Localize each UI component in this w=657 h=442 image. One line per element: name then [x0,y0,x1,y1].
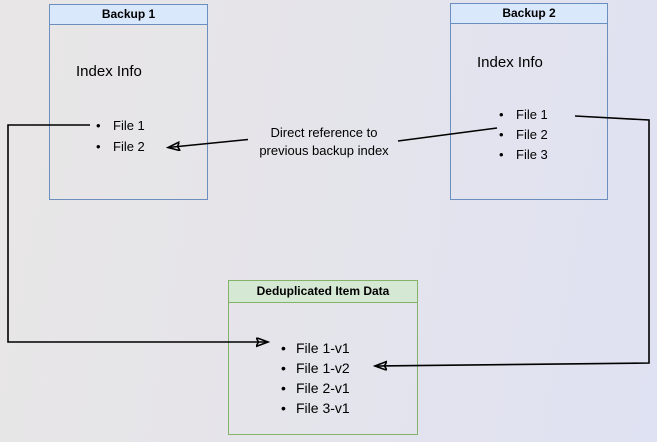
list-item: • File 2 [50,136,207,157]
list-item: • File 1-v2 [229,358,417,378]
file-label: File 1 [113,118,145,133]
edge-label-line2: previous backup index [259,142,389,158]
bullet-icon: • [499,147,504,162]
backup2-index-info-label: Index Info [477,54,543,71]
bullet-icon: • [499,127,504,142]
file-label: File 2 [516,127,548,142]
list-item: • File 3 [451,145,607,165]
dedup-box: Deduplicated Item Data • File 1-v1 • Fil… [228,280,418,435]
list-item: • File 3-v1 [229,398,417,418]
list-item: • File 2 [451,125,607,145]
list-item: • File 2-v1 [229,378,417,398]
list-item: • File 1 [50,115,207,136]
backup2-file-list: • File 1 • File 2 • File 3 [451,105,607,165]
list-item: • File 1 [451,105,607,125]
file-version-label: File 1-v2 [296,360,350,376]
bullet-icon: • [499,107,504,122]
file-version-label: File 1-v1 [296,340,350,356]
backup2-header: Backup 2 [451,4,607,24]
file-label: File 3 [516,147,548,162]
bullet-icon: • [96,118,101,133]
dedup-item-list: • File 1-v1 • File 1-v2 • File 2-v1 • Fi… [229,338,417,418]
edge-label-line1: Direct reference to [270,125,378,140]
file-label: File 2 [113,139,145,154]
bullet-icon: • [281,380,286,396]
dedup-title: Deduplicated Item Data [256,284,390,298]
dedup-header: Deduplicated Item Data [229,281,417,303]
backup1-index-info-label: Index Info [76,63,142,80]
backup2-box: Backup 2 Index Info • File 1 • File 2 • … [450,3,608,200]
backup2-title: Backup 2 [502,6,556,20]
backup1-box: Backup 1 Index Info • File 1 • File 2 [49,4,208,200]
backup1-header: Backup 1 [50,5,207,25]
file-version-label: File 2-v1 [296,380,350,396]
bullet-icon: • [96,139,101,154]
list-item: • File 1-v1 [229,338,417,358]
backup1-title: Backup 1 [101,7,156,21]
file-version-label: File 3-v1 [296,400,350,416]
file-label: File 1 [516,107,548,122]
edge-label-direct-reference: Direct reference to previous backup inde… [214,124,434,159]
bullet-icon: • [281,360,286,376]
bullet-icon: • [281,400,286,416]
bullet-icon: • [281,340,286,356]
backup1-file-list: • File 1 • File 2 [50,115,207,157]
